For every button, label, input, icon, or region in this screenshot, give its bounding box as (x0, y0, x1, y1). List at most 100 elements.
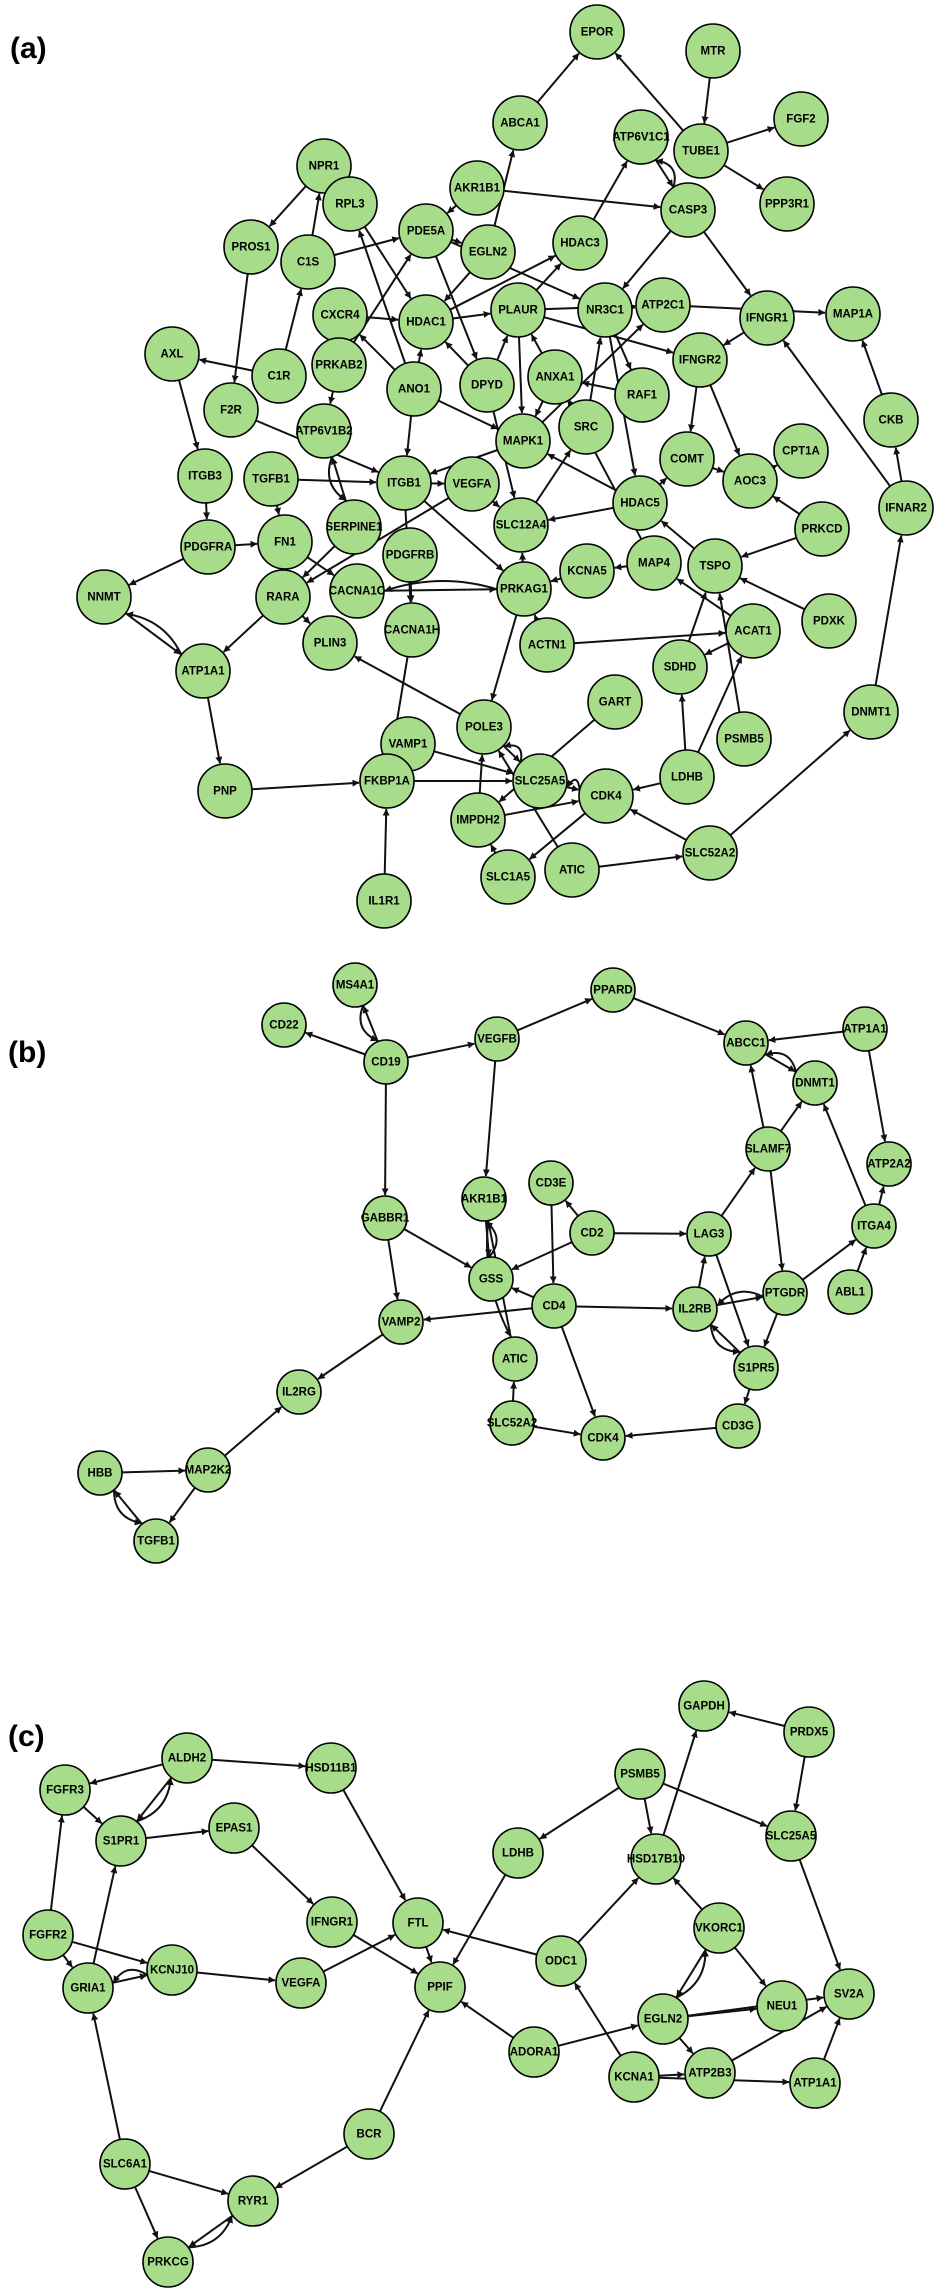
node-cd4: CD4 (531, 1283, 577, 1329)
node-label: BCR (357, 2129, 383, 2141)
edge-il2rb-to-lag3 (698, 1256, 708, 1288)
edge-tube1-to-fgf2 (726, 126, 775, 144)
edge-prkcd-to-aoc3 (772, 495, 801, 515)
node-circle (363, 1039, 409, 1085)
edge-cd4-to-vamp2 (423, 1307, 533, 1323)
edge-s1pr1-to-epas1 (145, 1828, 209, 1840)
node-label: TSPO (699, 561, 730, 573)
node-ldhb: LDHB (492, 1827, 544, 1879)
edge-casp3-to-ifngr1 (703, 231, 752, 296)
edge-prkcd-to-tspo (741, 536, 797, 558)
edge-slc6a1-to-gria1 (91, 2013, 121, 2140)
node-label: ABCC1 (726, 1038, 766, 1050)
node-circle (133, 1518, 179, 1564)
node-circle (306, 1896, 358, 1948)
node-label: ITGB3 (188, 471, 222, 483)
node-label: ABL1 (835, 1287, 866, 1299)
node-fgfr3: FGFR3 (39, 1764, 91, 1816)
node-cxcr4: CXCR4 (312, 287, 368, 343)
node-circle (99, 2138, 151, 2190)
node-circle (626, 535, 682, 591)
node-hsd11b1: HSD11B1 (305, 1742, 357, 1794)
node-label: VEGFB (477, 1034, 517, 1046)
node-hdac5: HDAC5 (612, 475, 668, 531)
node-cacna1h: CACNA1H (384, 602, 440, 658)
node-ifngr1: IFNGR1 (306, 1896, 358, 1948)
node-circle (613, 109, 669, 165)
node-label: MAP1A (833, 309, 873, 321)
node-label: GAPDH (683, 1701, 725, 1713)
node-ppard: PPARD (590, 967, 636, 1013)
node-label: NNMT (87, 592, 120, 604)
node-slc1a5: SLC1A5 (480, 849, 536, 905)
node-label: SLC25A5 (766, 1831, 817, 1843)
edge-atp6v1b2-to-serpine1 (328, 456, 347, 502)
edge-casp3-to-nr3c1 (622, 230, 672, 290)
node-circle (823, 1968, 875, 2020)
node-label: PPARD (593, 985, 632, 997)
edge-slc6a1-to-prkcg (134, 2186, 159, 2239)
edge-kcna1-to-odc1 (573, 1982, 622, 2057)
node-circle (398, 203, 454, 259)
edge-prkag1-to-cacna1c (384, 580, 498, 592)
node-label: DPYD (471, 380, 503, 392)
edge-cd3g-to-cdk4 (625, 1426, 717, 1439)
edge-vkorc1-to-egln2 (675, 1948, 707, 1998)
node-epas1: EPAS1 (208, 1802, 260, 1854)
node-label: ATIC (559, 865, 585, 877)
node-atic: ATIC (492, 1336, 538, 1382)
node-circle (251, 348, 307, 404)
node-label: GART (599, 697, 632, 709)
node-label: NR3C1 (586, 305, 624, 317)
edge-psmb5-to-ldhb (539, 1786, 620, 1840)
edge-ckb-to-map1a (861, 340, 883, 395)
node-label: IMPDH2 (456, 815, 499, 827)
edge-il2rb-to-s1pr5 (709, 1324, 740, 1356)
edge-hbb-to-map2k2 (121, 1467, 186, 1475)
edge-tube1-to-epor (614, 52, 684, 132)
node-circle (578, 768, 634, 824)
edge-pdgfra-to-nnmt (128, 557, 185, 586)
node-circle (792, 1060, 838, 1106)
node-label: AKR1B1 (454, 183, 501, 195)
node-circle (39, 1764, 91, 1816)
node-circle (652, 639, 708, 695)
node-casp3: CASP3 (660, 182, 716, 238)
node-circle (630, 1833, 682, 1885)
node-label: KCNA5 (567, 566, 607, 578)
node-atp6v1c1: ATP6V1C1 (612, 109, 670, 165)
node-label: SLC12A4 (496, 520, 547, 532)
node-axl: AXL (144, 326, 200, 382)
node-ifnar2: IFNAR2 (878, 480, 934, 536)
node-label: CD3E (536, 1178, 567, 1190)
edge-fn1-to-cacna1c (306, 556, 335, 577)
node-circle (356, 873, 412, 929)
node-itgb3: ITGB3 (177, 448, 233, 504)
node-label: GSS (479, 1274, 504, 1286)
node-label: HSD17B10 (627, 1854, 685, 1866)
edge-hdac3-to-atp6v1c1 (592, 160, 628, 221)
node-pdgfra: PDGFRA (180, 519, 236, 575)
node-label: ITGB1 (387, 478, 421, 490)
edge-prdx5-to-gapdh (728, 1710, 785, 1727)
node-circle (185, 1447, 231, 1493)
node-circle (682, 825, 738, 881)
edge-ifngr2-to-aoc3 (709, 384, 741, 456)
edge-ryr1-to-prkcg (188, 2214, 234, 2248)
node-label: PLAUR (498, 305, 538, 317)
node-label: RYR1 (238, 2196, 269, 2208)
node-label: EPOR (581, 27, 614, 39)
node-ppp3r1: PPP3R1 (759, 176, 815, 232)
node-label: C1S (297, 257, 320, 269)
node-slc25a5: SLC25A5 (765, 1810, 817, 1862)
node-label: VEGFA (282, 1978, 321, 1990)
node-label: ATP6V1B2 (295, 426, 352, 438)
edge-vkorc1-to-neu1 (733, 1946, 767, 1987)
edge-vamp1-to-slc25a5 (433, 750, 514, 775)
edge-ldhb-to-acat1 (697, 656, 743, 753)
node-pole3: POLE3 (456, 699, 512, 755)
edge-odc1-to-ftl (442, 1928, 538, 1956)
node-label: PROS1 (232, 242, 272, 254)
node-f2r: F2R (203, 382, 259, 438)
node-circle (461, 1176, 507, 1222)
